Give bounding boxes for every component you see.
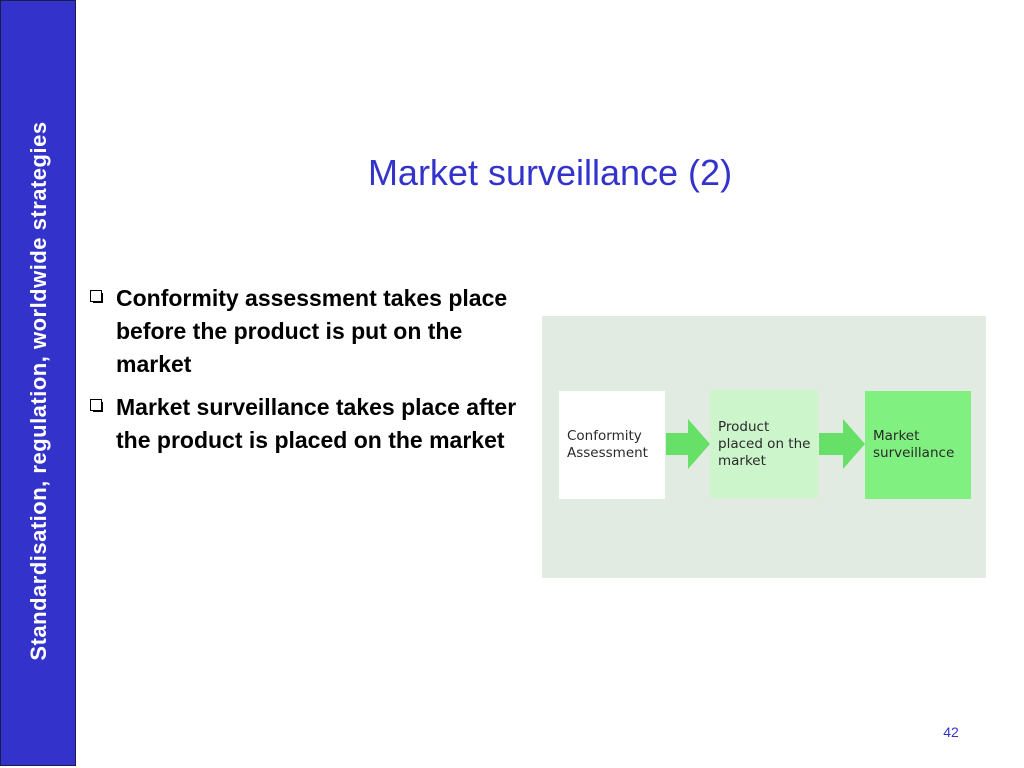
arrow-right-icon [666, 419, 710, 469]
slide-title: Market surveillance (2) [367, 152, 733, 193]
bullet-item: Conformity assessment takes place before… [90, 282, 520, 381]
bullet-list: Conformity assessment takes place before… [90, 282, 520, 467]
checkbox-bullet-icon [90, 290, 103, 303]
market-surveillance-box: Market surveillance [865, 391, 971, 499]
bullet-text: Conformity assessment takes place before… [116, 285, 508, 377]
sidebar-title: Standardisation, regulation, worldwide s… [26, 121, 51, 661]
bullet-item: Market surveillance takes place after th… [90, 391, 520, 457]
sidebar: Standardisation, regulation, worldwide s… [0, 0, 76, 766]
conformity-assessment-box: Conformity Assessment [559, 391, 665, 499]
checkbox-bullet-icon [90, 399, 103, 412]
bullet-text: Market surveillance takes place after th… [116, 394, 517, 453]
page-number: 42 [943, 724, 959, 740]
process-diagram: Conformity Assessment Product placed on … [542, 316, 986, 578]
product-placed-box: Product placed on the market [710, 390, 818, 498]
arrow-right-icon [819, 419, 865, 469]
